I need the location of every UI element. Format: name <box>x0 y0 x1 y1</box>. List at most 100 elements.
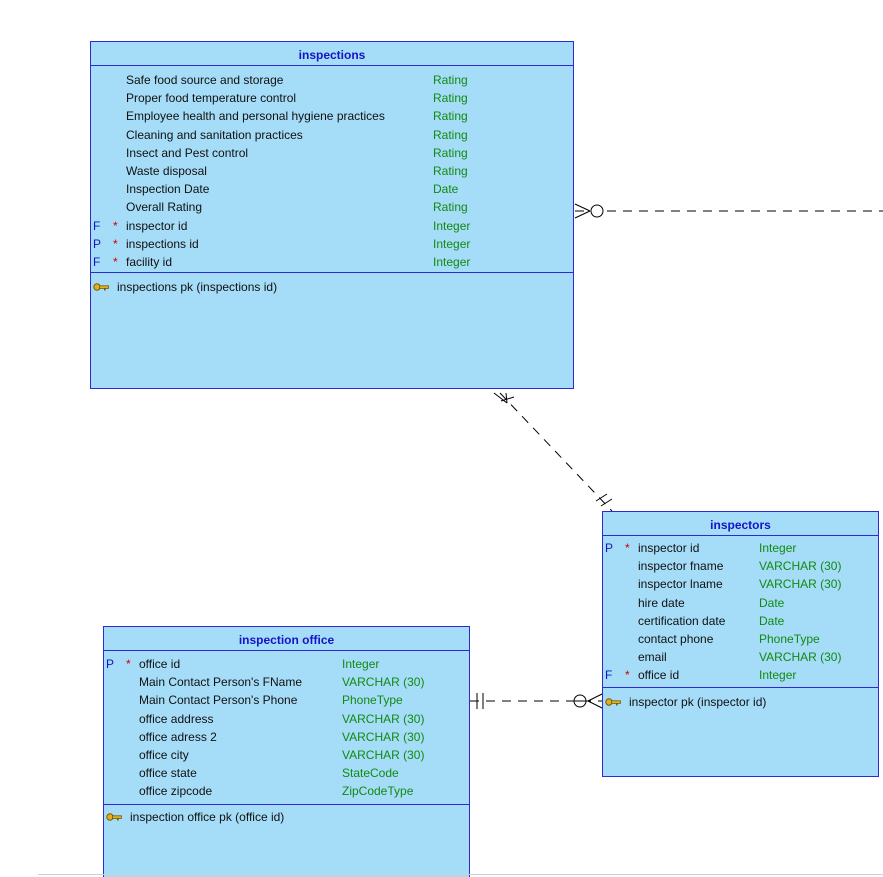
entity-title: inspection office <box>104 627 469 651</box>
attribute-name: Cleaning and sanitation practices <box>126 127 303 142</box>
divider <box>91 272 573 273</box>
attribute-name: office address <box>139 711 214 726</box>
attribute-row[interactable]: F * office id Integer <box>603 666 878 684</box>
crowfoot-mark <box>587 693 603 702</box>
attribute-name: Insect and Pest control <box>126 145 249 160</box>
attribute-name: inspector fname <box>638 559 724 574</box>
attribute-type: Date <box>759 613 785 628</box>
key-marker: F <box>605 668 613 683</box>
required-marker: * <box>625 668 630 683</box>
crowfoot-mark <box>505 392 508 404</box>
attribute-row[interactable]: certification date Date <box>603 612 878 630</box>
attribute-row[interactable]: office city VARCHAR (30) <box>104 746 469 764</box>
crowfoot-mark <box>574 203 591 212</box>
attribute-name: inspections id <box>126 236 199 251</box>
attribute-name: Employee health and personal hygiene pra… <box>126 109 385 124</box>
attribute-type: Integer <box>759 668 797 683</box>
attribute-name: Overall Rating <box>126 200 203 215</box>
attribute-type: PhoneType <box>342 693 403 708</box>
attribute-type: VARCHAR (30) <box>342 729 425 744</box>
optional-circle-mark <box>590 204 604 218</box>
attribute-type: Rating <box>433 164 468 178</box>
attribute-type: PhoneType <box>759 632 820 646</box>
attribute-type: VARCHAR (30) <box>759 559 842 574</box>
attribute-name: contact phone <box>638 632 714 646</box>
relationship-inspections-external <box>574 203 883 219</box>
attribute-row[interactable]: Employee health and personal hygiene pra… <box>91 107 573 125</box>
attribute-type: Integer <box>759 541 797 555</box>
attribute-name: office adress 2 <box>139 729 217 744</box>
attribute-name: facility id <box>126 255 173 269</box>
attribute-name: inspector id <box>126 218 188 233</box>
entity-title: inspectors <box>603 512 878 536</box>
attribute-name: certification date <box>638 613 726 628</box>
required-marker: * <box>113 218 118 233</box>
attribute-type: VARCHAR (30) <box>342 748 425 762</box>
attribute-type: Integer <box>342 657 380 671</box>
attribute-row[interactable]: contact phone PhoneType <box>603 630 878 648</box>
attribute-row[interactable]: inspector fname VARCHAR (30) <box>603 557 878 575</box>
bar-mark <box>595 493 608 502</box>
attribute-name: office city <box>139 748 189 762</box>
divider <box>603 687 878 688</box>
attribute-type: VARCHAR (30) <box>759 577 842 592</box>
relationship-line <box>499 392 613 512</box>
key-marker: P <box>106 657 115 671</box>
attribute-type: Date <box>759 595 785 610</box>
attribute-row[interactable]: office adress 2 VARCHAR (30) <box>104 728 469 746</box>
attribute-name: Inspection Date <box>126 182 210 197</box>
key-marker: F <box>93 255 101 269</box>
attribute-type: Date <box>433 182 459 197</box>
attribute-name: office id <box>638 668 680 683</box>
entity-inspectors[interactable]: inspectors P * inspector id Integer inspecto… <box>602 511 879 777</box>
attribute-row[interactable]: Main Contact Person's FName VARCHAR (30) <box>104 673 469 691</box>
key-marker: P <box>93 236 102 251</box>
attribute-type: ZipCodeType <box>342 784 414 799</box>
attribute-name: Proper food temperature control <box>126 91 297 106</box>
attribute-type: Rating <box>433 145 468 160</box>
crowfoot-mark <box>493 392 508 404</box>
attribute-type: Rating <box>433 73 468 87</box>
key-marker: P <box>605 541 614 555</box>
attribute-type: Integer <box>433 218 471 233</box>
attribute-type: StateCode <box>342 766 399 781</box>
entity-title: inspections <box>91 42 573 66</box>
attribute-type: Integer <box>433 255 471 269</box>
divider <box>104 804 469 805</box>
crowfoot-mark <box>587 700 603 709</box>
attribute-name: email <box>638 650 667 665</box>
entity-inspections[interactable]: inspections Safe food source and storage… <box>90 41 574 389</box>
attribute-name: Main Contact Person's FName <box>139 675 303 690</box>
primary-key-label: inspector pk (inspector id) <box>629 695 767 709</box>
required-marker: * <box>113 236 118 251</box>
attribute-name: office zipcode <box>139 784 213 799</box>
attribute-type: Rating <box>433 127 468 142</box>
attribute-row[interactable]: office state StateCode <box>104 764 469 782</box>
primary-key-label: inspection office pk (office id) <box>130 810 285 824</box>
attribute-name: inspector id <box>638 541 700 555</box>
attribute-row[interactable]: Inspection Date Date <box>91 180 573 198</box>
attribute-name: office state <box>139 766 197 781</box>
attribute-row[interactable]: office zipcode ZipCodeType <box>104 782 469 800</box>
bar-mark <box>500 396 515 402</box>
attribute-type: VARCHAR (30) <box>342 675 425 690</box>
relationship-office-inspectors <box>470 693 603 709</box>
required-marker: * <box>126 657 131 671</box>
attribute-row[interactable]: Insect and Pest control Rating <box>91 144 573 162</box>
attribute-row[interactable]: Cleaning and sanitation practices Rating <box>91 126 573 144</box>
